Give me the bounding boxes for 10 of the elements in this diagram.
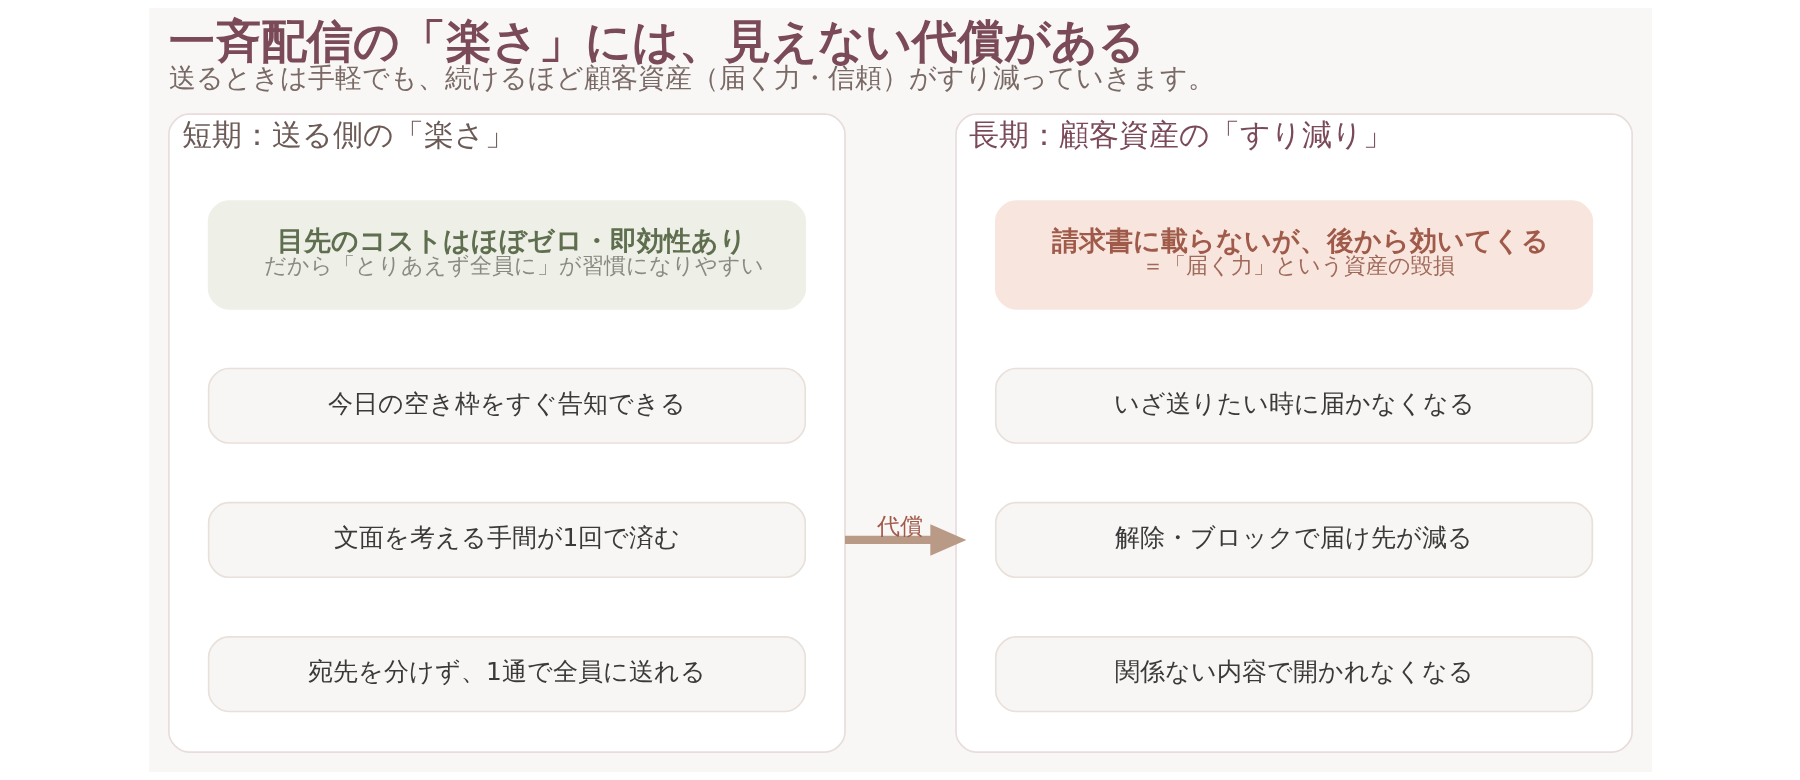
arrow [844,524,966,556]
node-box: 宛先を分けず、1通で全員に送れる [207,636,806,713]
node-box: 関係ない内容で開かれなくなる [994,636,1593,713]
node-box: 請求書に載らないが、後から効いてくる ＝「届く力」という資産の毀損 [994,200,1593,310]
node-box: 文面を考える手間が1回で済む [207,501,806,579]
edge-label: 代償 [877,511,923,539]
node-box: いざ送りたい時に届かなくなる [994,367,1593,444]
node-box: 今日の空き枠をすぐ告知できる [207,367,806,444]
node-box: 目先のコストはほぼゼロ・即効性あり だから「とりあえず全員に」が習慣になりやすい [207,200,806,310]
node-box: 解除・ブロックで届け先が減る [994,501,1593,579]
